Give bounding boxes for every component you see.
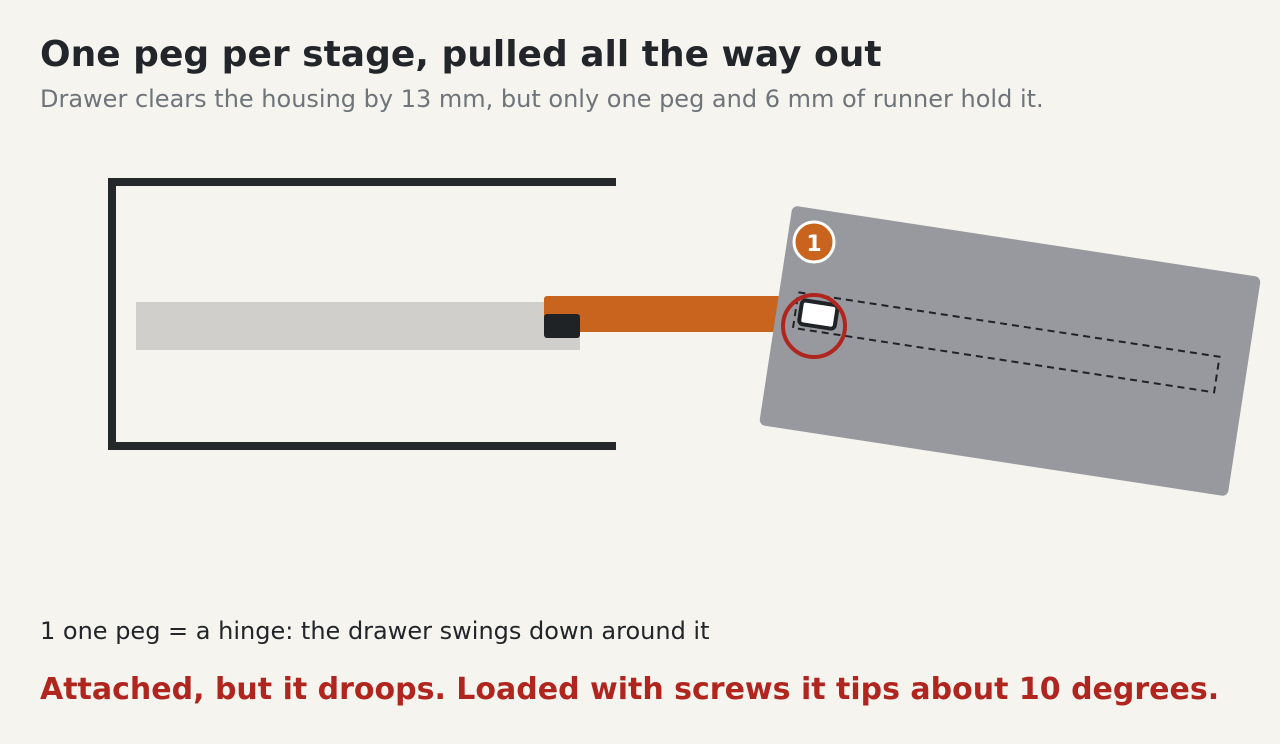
housing-outline xyxy=(108,178,616,450)
legend-caption: 1 one peg = a hinge: the drawer swings d… xyxy=(40,617,710,645)
numbered-circle-icon xyxy=(792,220,836,264)
runner-stop-block xyxy=(544,314,580,338)
drawer xyxy=(759,206,1261,496)
sliding-runner xyxy=(544,296,794,332)
page-title: One peg per stage, pulled all the way ou… xyxy=(40,34,882,75)
marker-number: 1 xyxy=(806,232,821,257)
drawer-runner-slot xyxy=(791,291,1221,394)
fixed-runner xyxy=(136,302,580,350)
drawer-body xyxy=(759,206,1261,496)
marker-badge: 1 xyxy=(792,220,836,264)
verdict-text: Attached, but it droops. Loaded with scr… xyxy=(40,672,1220,707)
warning-ring-icon xyxy=(781,293,847,359)
page-subtitle: Drawer clears the housing by 13 mm, but … xyxy=(40,85,1044,113)
peg-icon xyxy=(797,298,840,331)
